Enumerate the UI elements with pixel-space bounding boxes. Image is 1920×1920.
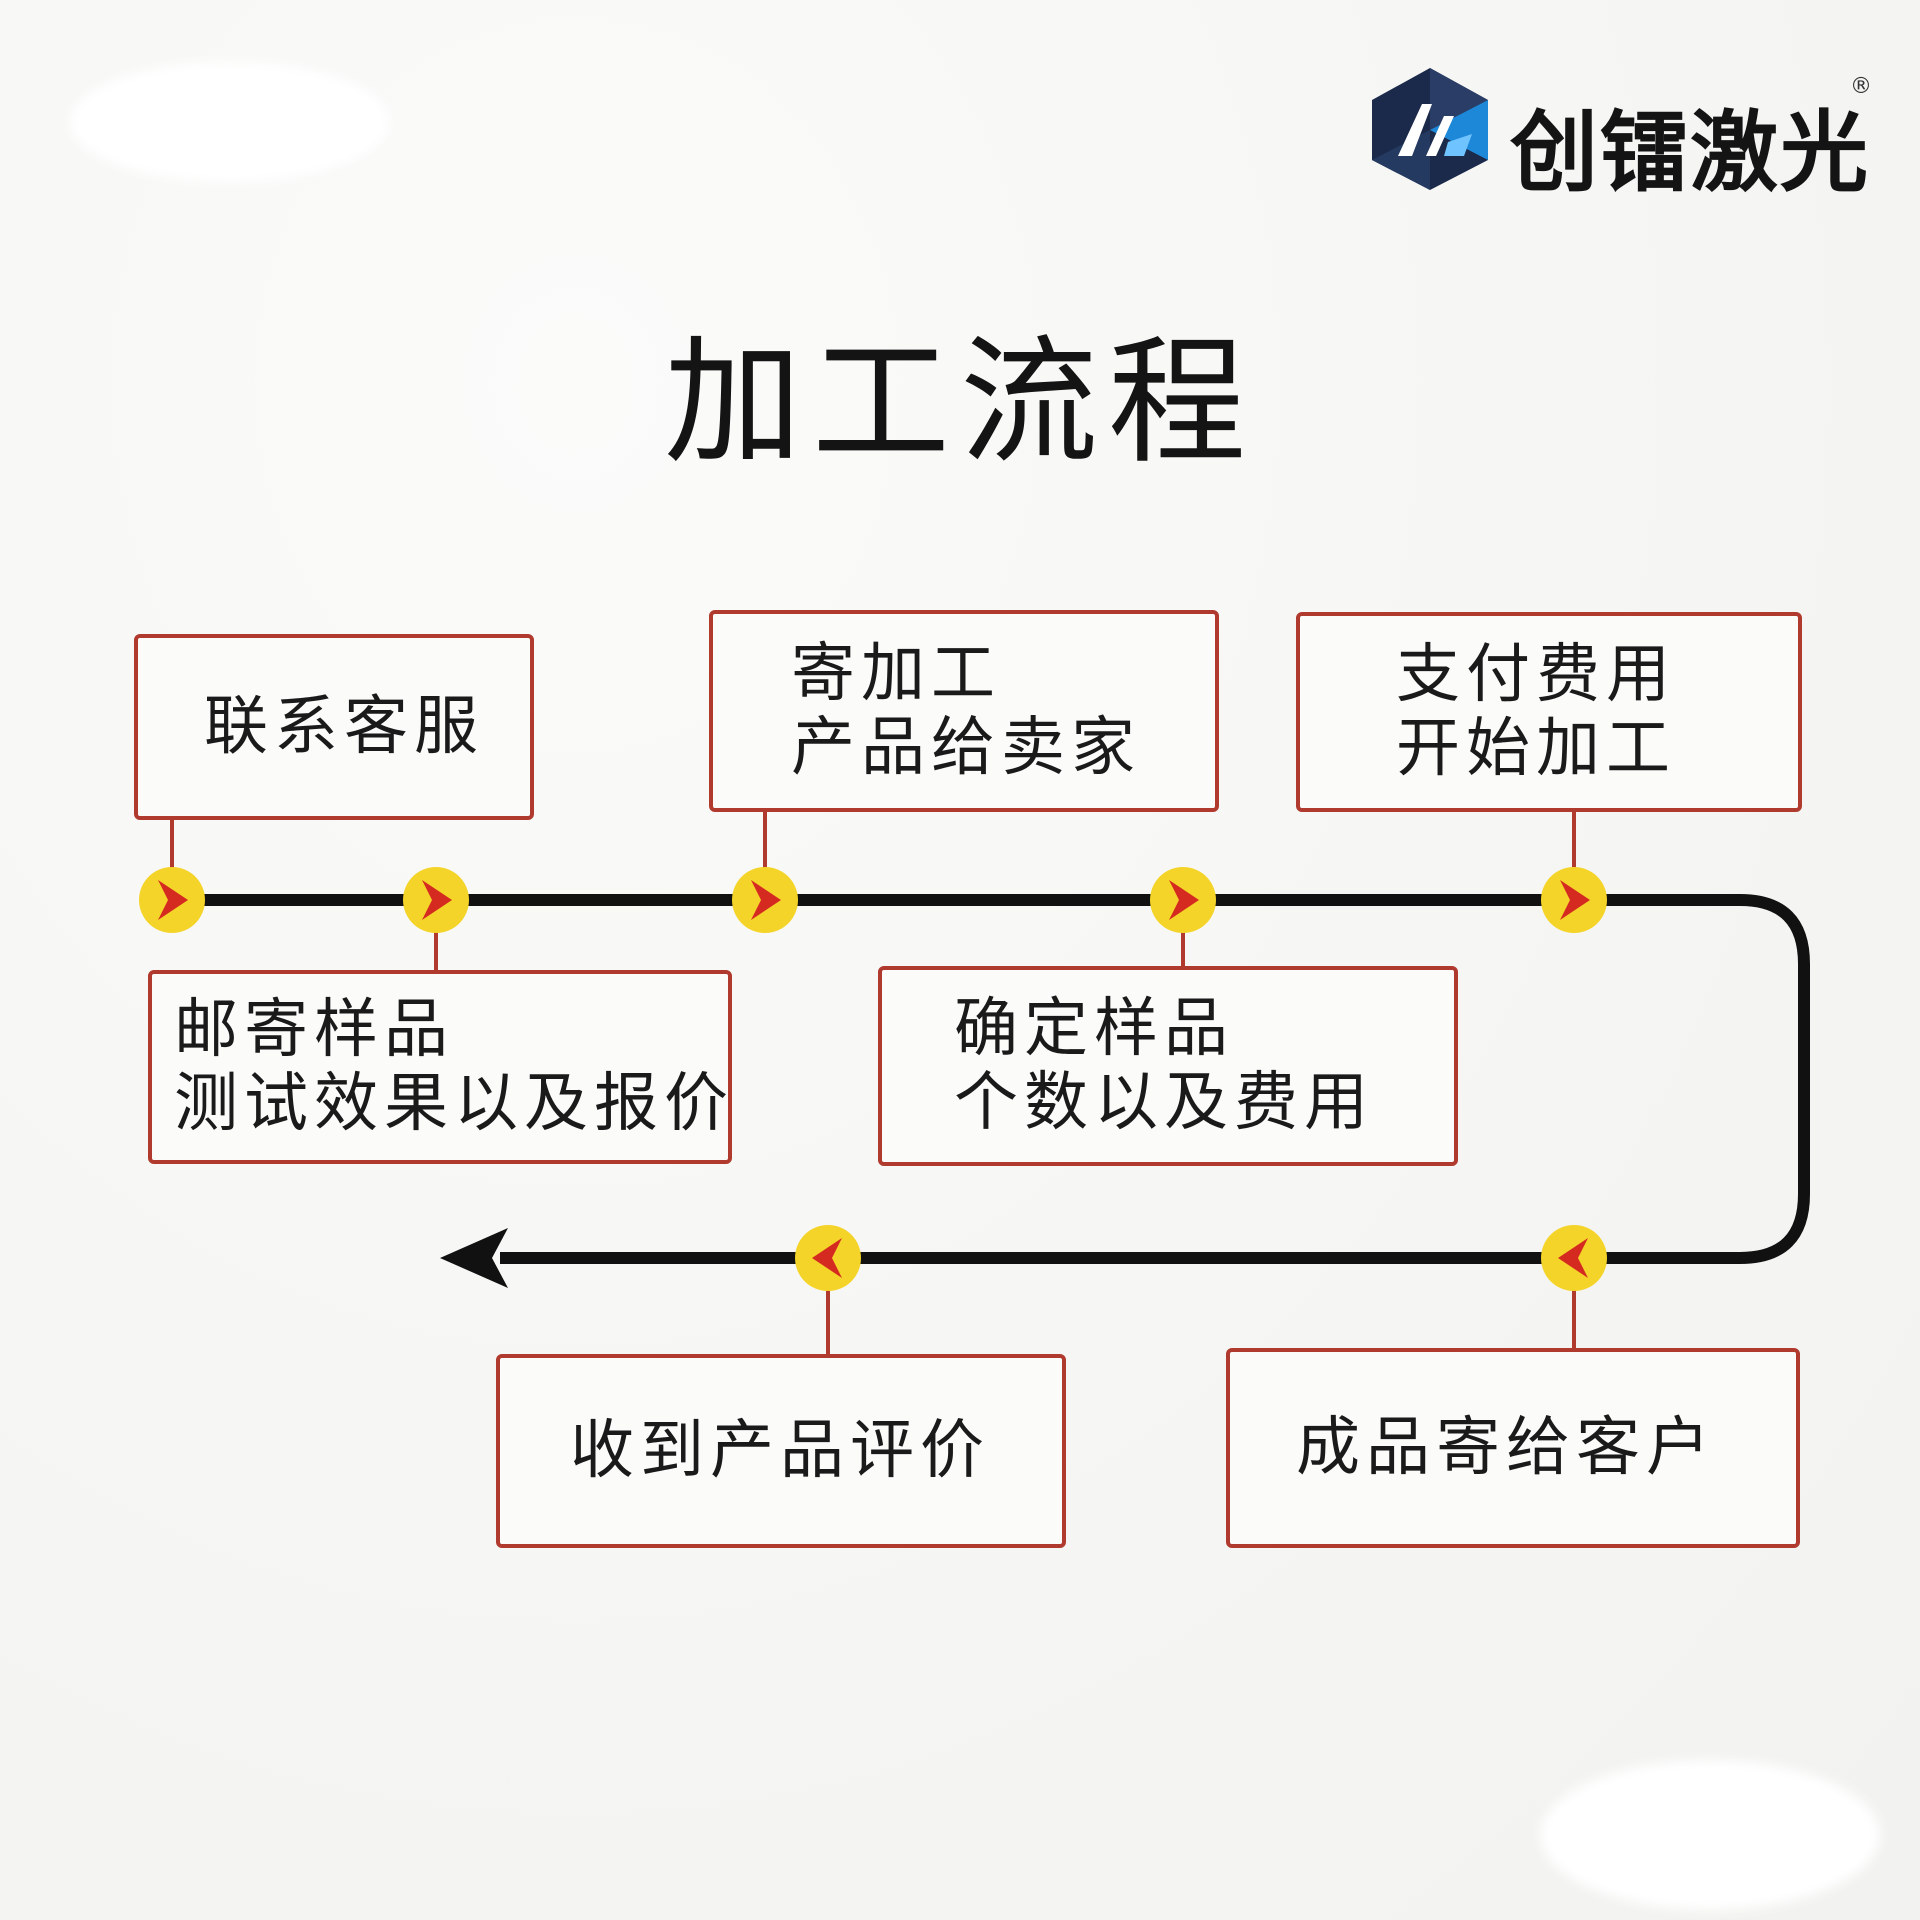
marker-receive-review bbox=[795, 1225, 861, 1291]
step-box-pay-start: 支付费用 开始加工 bbox=[1296, 612, 1802, 812]
step-confirm-sample-line-1: 确定样品 bbox=[954, 992, 1234, 1066]
step-box-ship-finished: 成品寄给客户 bbox=[1226, 1348, 1800, 1548]
marker-pay-start bbox=[1541, 867, 1607, 933]
chevron-right-icon bbox=[1169, 880, 1199, 920]
marker-mail-sample bbox=[403, 867, 469, 933]
step-box-mail-sample: 邮寄样品 测试效果以及报价 bbox=[148, 970, 732, 1164]
flow-line bbox=[172, 894, 1810, 1264]
step-pay-start-line-2: 开始加工 bbox=[1396, 712, 1676, 786]
step-box-contact: 联系客服 bbox=[134, 634, 534, 820]
chevron-left-icon bbox=[1558, 1238, 1588, 1278]
step-mail-sample-line-2: 测试效果以及报价 bbox=[174, 1067, 734, 1141]
marker-confirm-sample bbox=[1150, 867, 1216, 933]
top-left-blur-patch bbox=[70, 62, 390, 182]
hexagon-logo-icon bbox=[1372, 68, 1488, 190]
step-receive-review-line-1: 收到产品评价 bbox=[570, 1414, 990, 1488]
step-pay-start-line-1: 支付费用 bbox=[1396, 638, 1676, 712]
step-box-receive-review: 收到产品评价 bbox=[496, 1354, 1066, 1548]
brand-logo: 创镭激光 ® bbox=[1360, 64, 1880, 204]
page-title: 加工流程 bbox=[663, 322, 1256, 483]
marker-contact bbox=[139, 867, 205, 933]
step-contact-line-1: 联系客服 bbox=[204, 690, 484, 764]
marker-ship-finished bbox=[1541, 1225, 1607, 1291]
step-send-product-line-2: 产品给卖家 bbox=[791, 711, 1141, 785]
chevron-right-icon bbox=[422, 880, 452, 920]
chevron-right-icon bbox=[158, 880, 188, 920]
marker-send-product bbox=[732, 867, 798, 933]
arrowhead-left-icon bbox=[440, 1228, 508, 1288]
step-box-confirm-sample: 确定样品 个数以及费用 bbox=[878, 966, 1458, 1166]
chevron-left-icon bbox=[812, 1238, 842, 1278]
step-send-product-line-1: 寄加工 bbox=[791, 637, 1001, 711]
step-confirm-sample-line-2: 个数以及费用 bbox=[954, 1066, 1374, 1140]
bottom-right-blur-patch bbox=[1540, 1760, 1880, 1910]
step-ship-finished-line-1: 成品寄给客户 bbox=[1296, 1411, 1716, 1485]
step-box-send-product: 寄加工 产品给卖家 bbox=[709, 610, 1219, 812]
registered-mark: ® bbox=[1850, 74, 1872, 99]
chevron-right-icon bbox=[751, 880, 781, 920]
brand-name: 创镭激光 bbox=[1510, 101, 1871, 204]
step-mail-sample-line-1: 邮寄样品 bbox=[174, 993, 454, 1067]
chevron-right-icon bbox=[1560, 880, 1590, 920]
